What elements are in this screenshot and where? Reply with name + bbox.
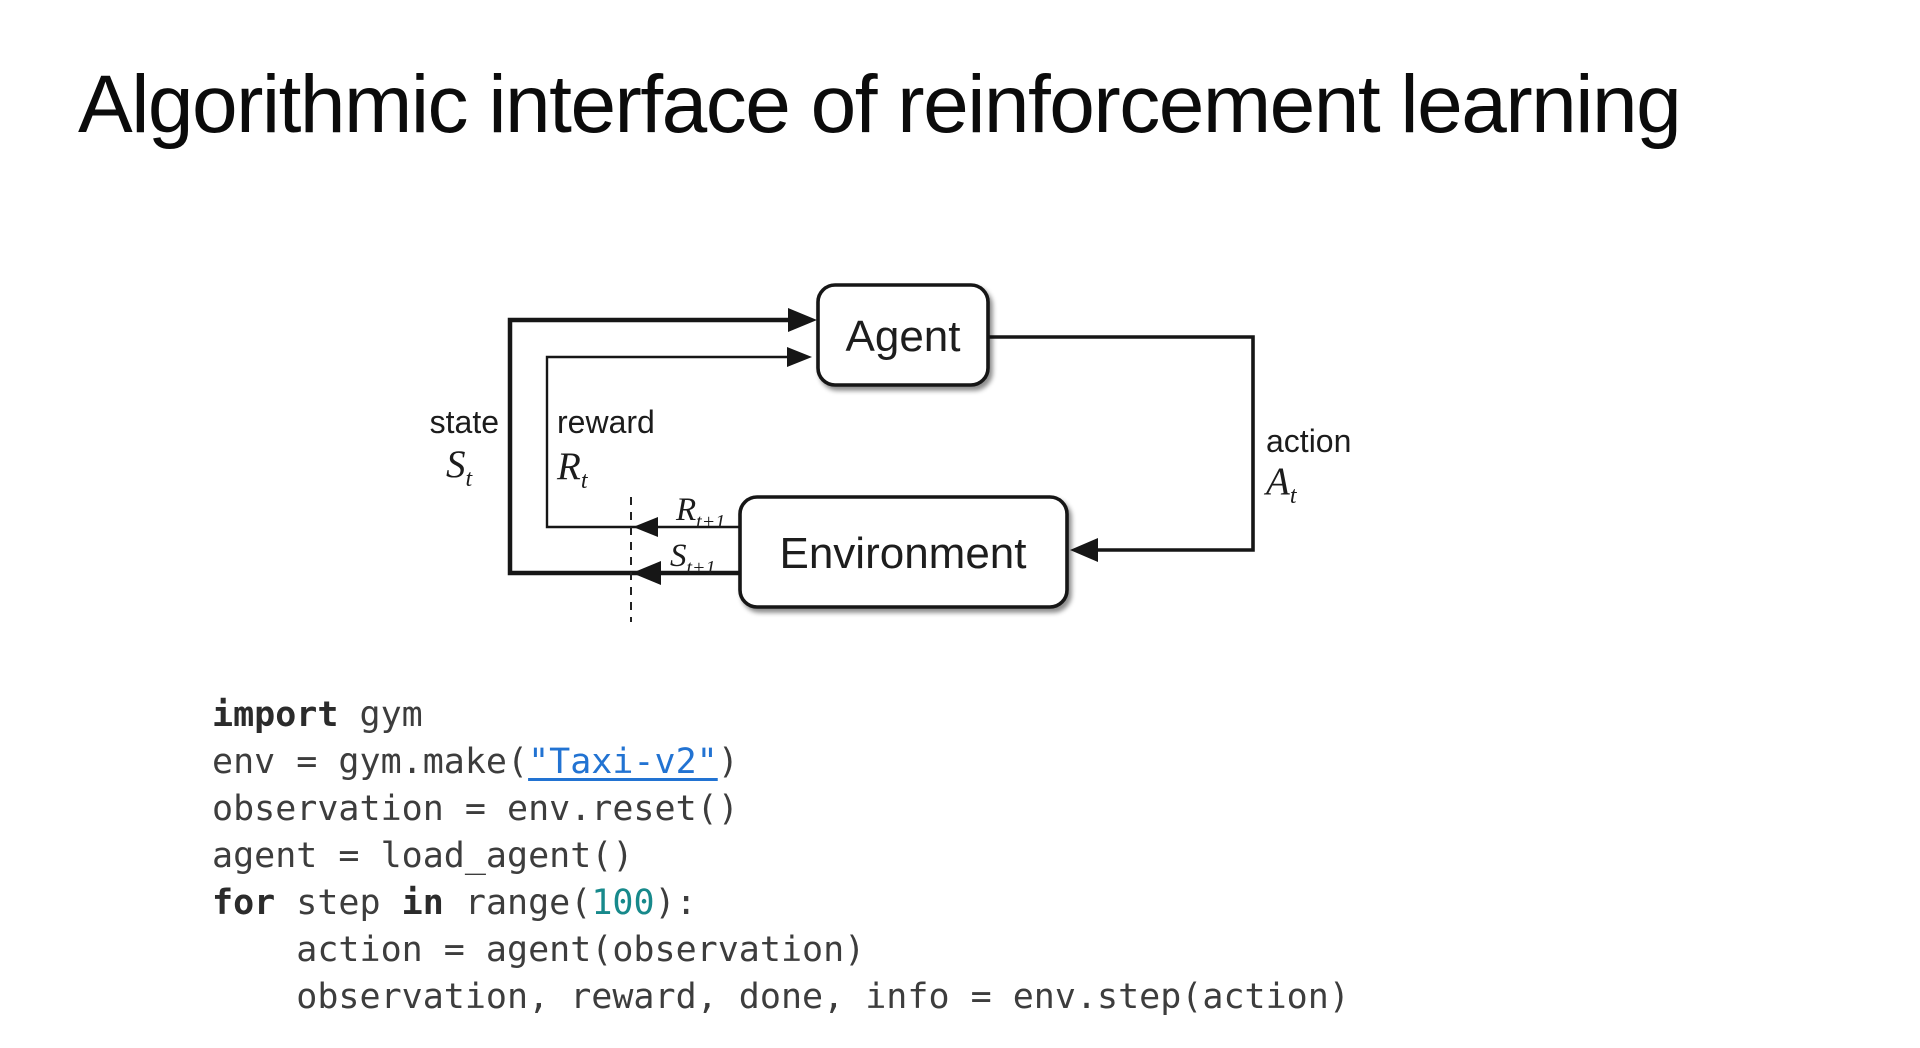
code-line-2: env = gym.make("Taxi-v2") — [212, 742, 739, 782]
action-symbol: At — [1263, 460, 1298, 509]
reward-label: reward — [557, 404, 655, 440]
code-segment: range( — [443, 883, 592, 923]
environment-box — [738, 495, 1069, 609]
state-symbol: St — [446, 443, 474, 492]
code-segment: for — [212, 883, 276, 923]
code-segment: import — [212, 695, 339, 735]
state-loop-line — [507, 317, 800, 576]
action-label: action — [1266, 423, 1351, 459]
code-segment: step — [275, 883, 402, 923]
code-line-7: observation, reward, done, info = env.st… — [212, 977, 1350, 1017]
reward-symbol: Rt — [556, 445, 589, 494]
code-link-taxi-v2[interactable]: "Taxi-v2" — [528, 742, 718, 782]
code-segment: action = agent(observation) — [212, 930, 866, 970]
code-segment: ): — [654, 883, 697, 923]
code-line-1: import gym — [212, 695, 423, 735]
code-line-3: observation = env.reset() — [212, 789, 739, 829]
code-line-4: agent = load_agent() — [212, 836, 633, 876]
action-into-environment-arrowhead — [1070, 538, 1098, 562]
code-segment: ) — [717, 742, 739, 782]
code-segment: in — [401, 883, 444, 923]
reward-into-agent-arrowhead — [787, 347, 812, 367]
code-segment: 100 — [591, 883, 655, 923]
next-reward-arrowhead — [633, 517, 658, 537]
state-into-agent-arrowhead — [788, 308, 817, 332]
environment-box-label: Environment — [779, 529, 1026, 578]
code-segment: observation, reward, done, info = env.st… — [212, 977, 1350, 1017]
code-line-5: for step in range(100): — [212, 883, 697, 923]
code-snippet: import gym env = gym.make("Taxi-v2") obs… — [212, 692, 1350, 1021]
next-state-symbol: St+1 — [670, 538, 716, 579]
code-segment: env = gym.make( — [212, 742, 529, 782]
code-segment: agent = load_agent() — [212, 836, 634, 876]
code-line-6: action = agent(observation) — [212, 930, 865, 970]
agent-box — [816, 283, 990, 387]
page-title: Algorithmic interface of reinforcement l… — [78, 59, 1682, 150]
agent-box-label: Agent — [846, 312, 961, 361]
state-label: state — [430, 404, 499, 440]
next-reward-symbol: Rt+1 — [675, 492, 725, 533]
code-segment: observation = env.reset() — [212, 789, 739, 829]
next-state-arrowhead — [632, 561, 661, 585]
action-loop-line — [988, 335, 1255, 552]
code-segment: gym — [338, 695, 423, 735]
